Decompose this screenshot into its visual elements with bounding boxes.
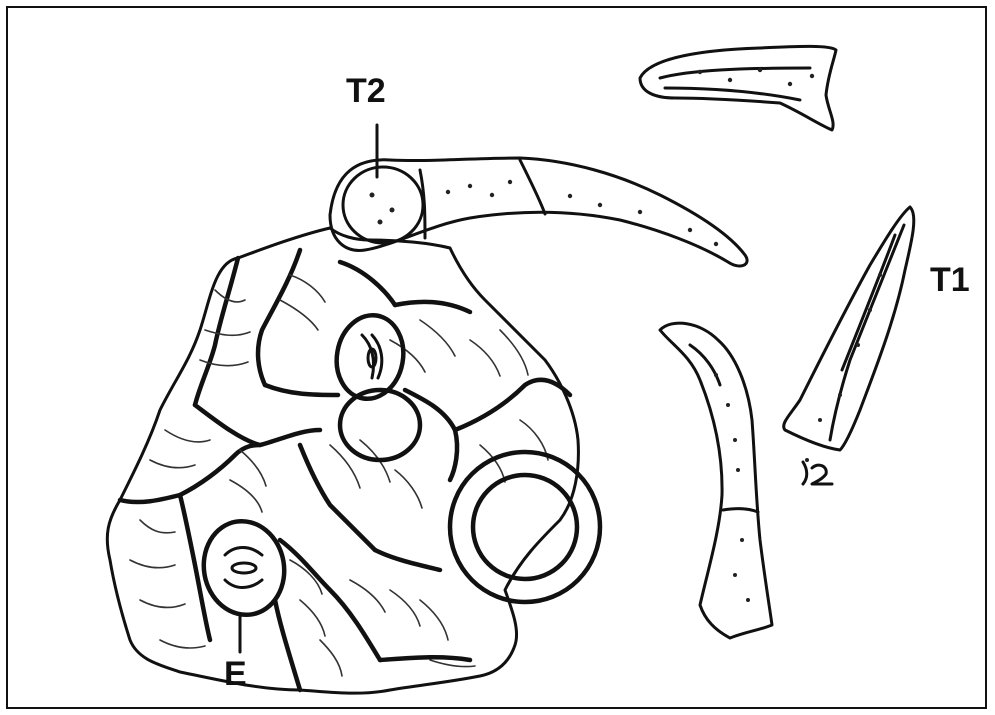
epidermal-cell-round — [340, 390, 420, 460]
trichome-t2 — [330, 158, 747, 266]
label-t2: T2 — [346, 74, 386, 108]
label-t1: T1 — [930, 263, 970, 297]
trichome-t1 — [784, 207, 914, 450]
trichome-fragment-top — [640, 46, 836, 130]
epidermis-fragment — [107, 228, 578, 693]
trichome-curved — [660, 323, 772, 638]
scale-mark-scribble — [803, 458, 832, 484]
trichome-base-ring — [450, 452, 600, 602]
label-e: E — [224, 657, 247, 691]
